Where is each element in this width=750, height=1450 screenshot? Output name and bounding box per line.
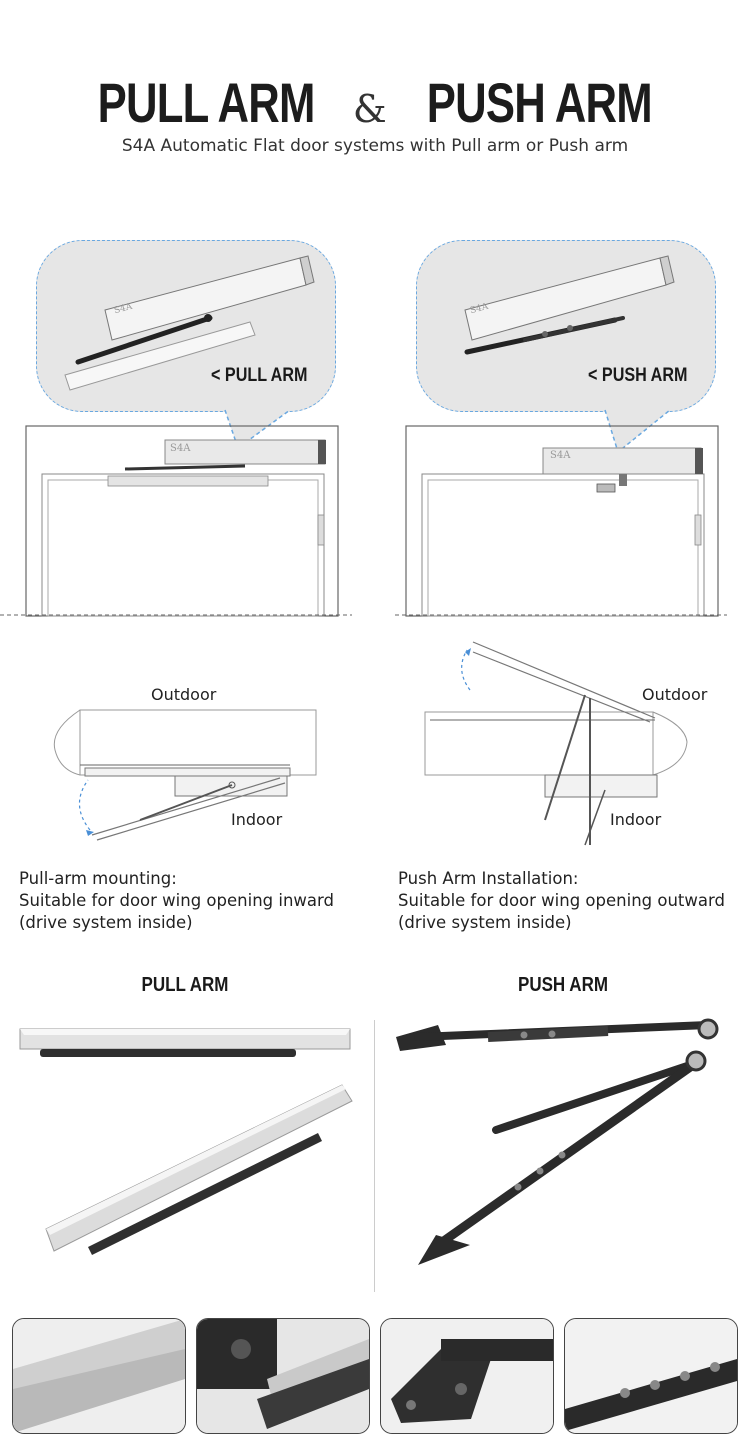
pull-arm-caption: Pull-arm mounting: Suitable for door win…	[19, 868, 359, 934]
thumb-pull-arm-detail-2-image	[197, 1319, 369, 1433]
push-arm-door-illustration	[395, 255, 727, 617]
pull-indoor-label: Indoor	[231, 810, 283, 829]
title-pull-arm: PULL ARM	[97, 71, 315, 134]
thumb-pull-arm-detail-1-image	[13, 1319, 185, 1433]
push-outdoor-label: Outdoor	[642, 685, 708, 704]
push-arm-section-title: PUSH ARM	[517, 974, 609, 996]
push-arm-product-photo	[396, 1018, 719, 1265]
page-subtitle: S4A Automatic Flat door systems with Pul…	[121, 136, 629, 156]
push-indoor-label: Indoor	[610, 810, 662, 829]
pull-caption-line-1: Pull-arm mounting:	[19, 869, 177, 888]
title-push-arm: PUSH ARM	[426, 71, 652, 134]
pull-arm-bubble-label: < PULL ARM	[211, 365, 308, 386]
push-caption-line-3: (drive system inside)	[398, 913, 572, 932]
push-frame-unit-brand: S4A	[550, 450, 571, 461]
pull-arm-door-illustration	[0, 255, 352, 617]
pull-arm-product-photo	[19, 1028, 353, 1255]
pull-outdoor-label: Outdoor	[151, 685, 217, 704]
page-title: PULL ARM&PUSH ARM	[0, 70, 750, 135]
push-arm-bubble-label: < PUSH ARM	[588, 365, 688, 386]
product-divider	[374, 1020, 375, 1292]
thumb-push-arm-detail-1-image	[381, 1319, 553, 1433]
title-ampersand: &	[352, 87, 387, 131]
pull-arm-section-title: PULL ARM	[141, 974, 229, 996]
pull-caption-line-3: (drive system inside)	[19, 913, 193, 932]
thumb-push-arm-detail-2-image	[565, 1319, 737, 1433]
pull-operator-zoomed	[64, 255, 315, 391]
push-arm-plan-diagram	[424, 641, 688, 846]
thumb-pull-arm-detail-1	[12, 1318, 186, 1434]
push-caption-line-1: Push Arm Installation:	[398, 869, 579, 888]
pull-caption-line-2: Suitable for door wing opening inward	[19, 891, 334, 910]
push-arm-caption: Push Arm Installation: Suitable for door…	[398, 868, 743, 934]
push-operator-zoomed	[464, 255, 675, 355]
pull-frame-unit-brand: S4A	[170, 443, 191, 454]
thumb-pull-arm-detail-2	[196, 1318, 370, 1434]
thumb-push-arm-detail-1	[380, 1318, 554, 1434]
pull-arm-plan-diagram	[53, 709, 317, 841]
push-caption-line-2: Suitable for door wing opening outward	[398, 891, 725, 910]
thumb-push-arm-detail-2	[564, 1318, 738, 1434]
